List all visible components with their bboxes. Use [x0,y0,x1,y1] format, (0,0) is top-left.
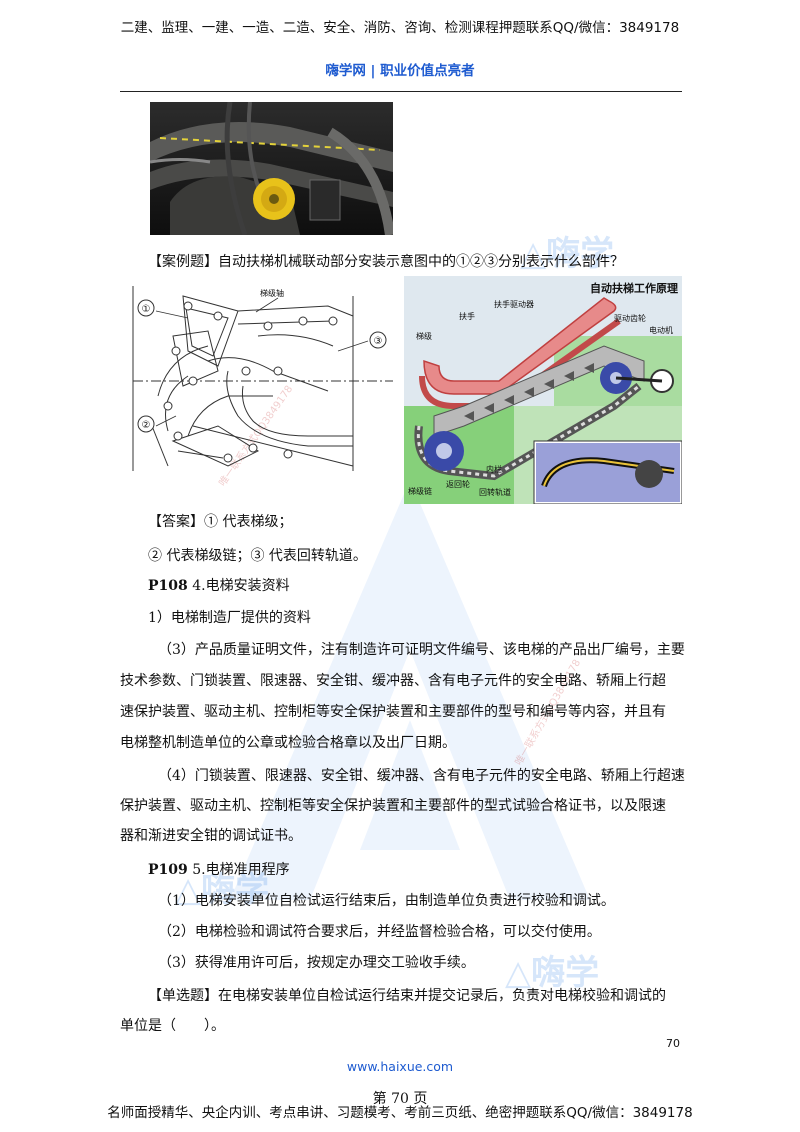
page-label: 第 70 页 [372,1091,428,1107]
para-4-line-2: 保护装置、驱动主机、控制柜等安全保护装置和主要部件的型式试验合格证书，以及限速 [120,798,666,814]
label-drive-gear: 驱动齿轮 [614,313,646,323]
marker-2: ② [142,420,151,431]
step-3: （3）获得准用许可后，按规定办理交工验收手续。 [158,955,475,971]
page-number: 70 [666,1037,680,1050]
escalator-link-diagram: ① ② ③ 梯级轴 [132,286,393,471]
watermark-triangle-icon: △ [520,234,547,274]
label-inner-rail: 内栏 [486,464,502,474]
step-1: （1）电梯安装单位自检试运行结束后，由制造单位负责进行校验和调试。 [158,893,615,909]
label-step-axle: 梯级轴 [260,288,284,298]
para-3-line-3: 速保护装置、驱动主机、控制柜等安全保护装置和主要部件的型号和编号等内容，并且有 [120,704,666,720]
case-question: 【案例题】自动扶梯机械联动部分安装示意图中的①②③分别表示什么部件？ [148,254,624,270]
para-3-line-2: 技术参数、门锁装置、限速器、安全钳、缓冲器、含有电子元件的安全电路、轿厢上行超 [120,673,666,689]
watermark-large-a-icon [230,480,590,900]
label-return-wheel: 返回轮 [446,479,470,489]
answer-line-1: 【答案】① 代表梯级； [148,514,293,530]
label-step-chain: 梯级链 [408,486,432,496]
label-handrail: 扶手 [459,311,475,321]
item-1-heading: 1）电梯制造厂提供的资料 [148,610,311,626]
section-p109-heading: P109 5.电梯准用程序 [148,862,290,878]
escalator-chain-photo [150,102,393,235]
para-4-line-3: 器和渐进安全钳的调试证书。 [120,828,302,844]
single-choice-line-2: 单位是（ ）。 [120,1018,225,1034]
header-contact-line: 二建、监理、一建、一造、二造、安全、消防、咨询、检测课程押题联系QQ/微信：38… [120,20,680,36]
label-motor: 电动机 [649,325,673,335]
header-divider [120,91,682,92]
marker-1: ① [142,304,151,315]
watermark-logo-bottom: △嗨学 [505,953,600,993]
diagram-title: 自动扶梯工作原理 [590,281,678,295]
para-3-line-1: （3）产品质量证明文件，注有制造许可证明文件编号、该电梯的产品出厂编号，主要 [158,642,685,658]
watermark-logo-mid: △嗨学 [175,862,269,911]
label-step: 梯级 [416,331,432,341]
single-choice-line-1: 【单选题】在电梯安装单位自检试运行结束并提交记录后，负责对电梯校验和调试的 [148,988,666,1004]
label-handrail-drive: 扶手驱动器 [494,299,534,309]
answer-line-2: ② 代表梯级链；③ 代表回转轨道。 [148,548,367,564]
para-3-line-4: 电梯整机制造单位的公章或检验合格章以及出厂日期。 [120,735,456,751]
label-return-track: 回转轨道 [479,487,511,497]
watermark-logo-top: △嗨学 [520,234,615,274]
marker-3: ③ [374,336,383,347]
watermark-triangle-icon: △ [505,953,532,993]
escalator-principle-diagram: 自动扶梯工作原理 扶手驱动器 扶手 梯级 驱动齿轮 电动机 内栏 梯级链 返回轮… [404,276,682,504]
watermark-triangle-icon: △ [175,870,202,910]
header-brand: 嗨学网 | 职业价值点亮者 [325,63,475,79]
step-2: （2）电梯检验和调试符合要求后，并经监督检验合格，可以交付使用。 [158,924,601,940]
site-url[interactable]: www.haixue.com [346,1059,454,1074]
section-p108-heading: P108 4.电梯安装资料 [148,578,290,594]
footer-contact-line: 名师面授精华、央企内训、考点串讲、习题模考、考前三页纸、绝密押题联系QQ/微信：… [107,1105,693,1121]
para-4-line-1: （4）门锁装置、限速器、安全钳、缓冲器、含有电子元件的安全电路、轿厢上行超速 [158,768,685,784]
